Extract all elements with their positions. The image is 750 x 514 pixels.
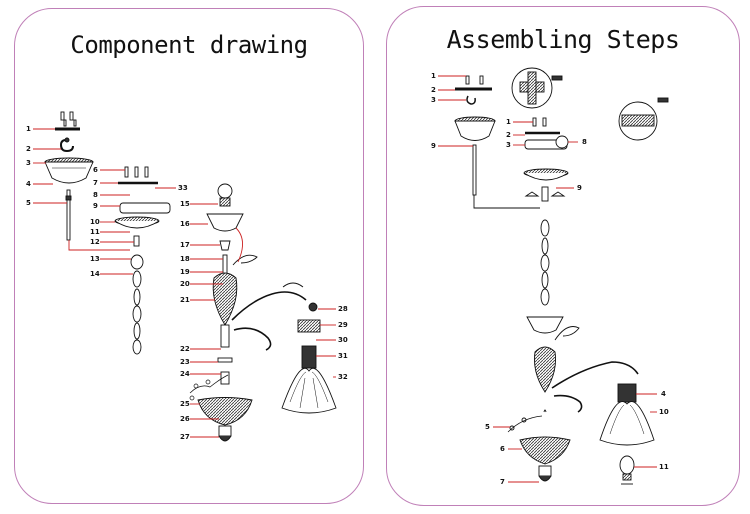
right-step-labels: 1 2 3 9 1 2 3 8 9 4 10 5 6 11 7 [431,72,669,486]
part-3-canopy [44,157,94,184]
part-15-eyelet [217,183,233,207]
part-24-wires [189,374,229,401]
r-label-9b: 9 [577,184,582,192]
r-label-8: 8 [582,138,587,146]
part-10-ring [114,216,160,247]
r-label-1: 1 [431,72,436,80]
r-label-3: 3 [431,96,436,104]
step-ring [523,168,569,202]
right-parts [454,67,669,485]
label-10: 10 [90,218,100,226]
label-14: 14 [90,270,100,278]
label-12: 12 [90,238,100,246]
label-33: 33 [178,184,188,192]
part-20-column [212,254,307,351]
step-plate [524,117,569,150]
label-31: 31 [338,352,348,360]
label-13: 13 [90,255,100,263]
r-label-4: 4 [661,390,666,398]
label-2: 2 [26,145,31,153]
label-17: 17 [180,241,190,249]
label-19: 19 [180,268,190,276]
label-28: 28 [338,305,348,313]
step-column [526,316,639,413]
r-label-9: 9 [431,142,436,150]
label-15: 15 [180,200,190,208]
part-16-cup [206,213,244,232]
label-16: 16 [180,220,190,228]
label-25: 25 [180,400,190,408]
part-25-bottom-cup [197,357,253,442]
label-20: 20 [180,280,190,288]
label-5: 5 [26,199,31,207]
label-22: 22 [180,345,190,353]
r-label-10: 10 [659,408,669,416]
label-24: 24 [180,370,190,378]
detail-circle-1 [511,67,563,109]
step-chain [473,195,550,306]
left-leader-lines [33,128,336,438]
r-label-11: 11 [659,463,669,471]
r-label-5: 5 [485,423,490,431]
label-11: 11 [90,228,100,236]
label-21: 21 [180,296,190,304]
label-8: 8 [93,191,98,199]
step-bulb [619,455,635,485]
label-29: 29 [338,321,348,329]
r-label-2b: 2 [506,131,511,139]
label-6: 6 [93,166,98,174]
component-drawing-panel: Component drawing [14,8,364,504]
component-drawing-title: Component drawing [70,31,308,59]
label-3: 3 [26,159,31,167]
r-label-1b: 1 [506,118,511,126]
step-bottom-cup [507,415,571,482]
step-shade [599,383,655,446]
r-label-2: 2 [431,86,436,94]
label-27: 27 [180,433,190,441]
assembling-steps-title: Assembling Steps [446,25,680,54]
label-32: 32 [338,373,348,381]
label-23: 23 [180,358,190,366]
part-32-shade [281,302,337,414]
part-1-bracket [55,111,80,131]
assembling-steps-panel: Assembling Steps [386,6,740,506]
r-label-7: 7 [500,478,505,486]
part-5-rod [66,189,71,241]
left-parts [44,111,337,442]
label-1: 1 [26,125,31,133]
label-26: 26 [180,415,190,423]
r-label-6: 6 [500,445,505,453]
label-9: 9 [93,202,98,210]
part-14-chain [130,254,144,355]
step-bracket [455,75,492,105]
label-4: 4 [26,180,31,188]
step-canopy [454,116,496,196]
label-30: 30 [338,336,348,344]
label-18: 18 [180,255,190,263]
part-2-hook [59,137,74,153]
r-label-3b: 3 [506,141,511,149]
right-leader-lines [438,75,657,483]
label-7: 7 [93,179,98,187]
part-6-9-plate [118,166,171,214]
detail-circle-2 [618,97,669,141]
left-part-labels: 1 2 3 4 5 6 7 8 9 10 11 12 13 14 15 16 1… [26,125,348,441]
